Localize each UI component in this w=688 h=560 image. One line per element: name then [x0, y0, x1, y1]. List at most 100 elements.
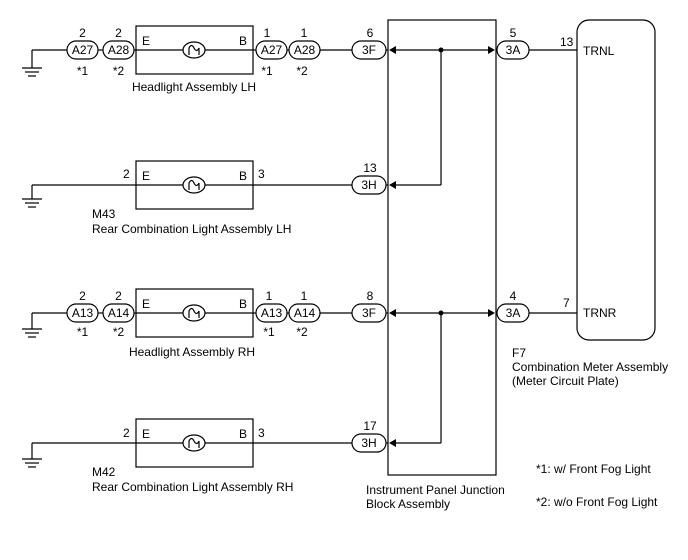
junction-block [387, 19, 497, 476]
connector-3h-pin17: 3H 17 [351, 419, 387, 453]
ground-headlight-rh [22, 313, 42, 338]
terminal-trnr: TRNR [583, 306, 617, 320]
bulb-icon [182, 41, 206, 59]
svg-text:B: B [239, 34, 247, 48]
svg-text:*2: *2 [296, 325, 308, 339]
svg-text:2: 2 [79, 289, 86, 303]
svg-text:3F: 3F [362, 306, 376, 320]
svg-text:A27: A27 [261, 43, 283, 57]
svg-text:3F: 3F [362, 43, 376, 57]
arrow-icon [488, 46, 495, 54]
meter-label-1: Combination Meter Assembly [512, 360, 668, 374]
svg-text:6: 6 [367, 26, 374, 40]
headlight-lh-label: Headlight Assembly LH [132, 80, 256, 94]
ground-rear-lh [22, 185, 42, 208]
meter-code: F7 [512, 346, 526, 360]
meter-label-2: (Meter Circuit Plate) [512, 374, 619, 388]
pin-label: 7 [563, 296, 570, 310]
rear-lh-label: Rear Combination Light Assembly LH [92, 222, 291, 236]
connector-a14-in: A14 2 *2 [102, 289, 135, 339]
bulb-icon [182, 304, 206, 322]
svg-text:4: 4 [510, 289, 517, 303]
pin-label: 3 [258, 167, 265, 181]
svg-text:5: 5 [510, 26, 517, 40]
combination-meter: TRNL TRNR [576, 19, 656, 341]
arrow-icon [389, 46, 396, 54]
rear-combination-light-lh: E B [135, 160, 254, 210]
svg-text:A27: A27 [72, 43, 94, 57]
arrow-icon [389, 439, 396, 447]
svg-text:3H: 3H [361, 178, 376, 192]
connector-3a-pin5: 3A 5 [496, 26, 530, 60]
connector-a27-in: A27 2 *1 [66, 26, 99, 78]
connector-a14-out: A14 1 *2 [288, 289, 321, 339]
svg-text:1: 1 [264, 26, 271, 40]
svg-text:E: E [142, 297, 150, 311]
connector-3h-pin13: 3H 13 [351, 161, 387, 195]
bulb-icon [182, 434, 206, 452]
svg-text:1: 1 [301, 289, 308, 303]
connector-a27-out: A27 1 *1 [255, 26, 288, 78]
pin-label: 13 [560, 35, 574, 49]
ground-headlight-lh [22, 50, 42, 77]
svg-text:2: 2 [115, 289, 122, 303]
connector-a28-out: A28 1 *2 [288, 26, 321, 78]
rear-rh-label: Rear Combination Light Assembly RH [92, 480, 293, 494]
svg-text:3H: 3H [361, 436, 376, 450]
junction-label-1: Instrument Panel Junction [366, 483, 505, 497]
svg-text:B: B [239, 169, 247, 183]
svg-text:8: 8 [367, 289, 374, 303]
svg-text:3A: 3A [506, 306, 521, 320]
svg-text:E: E [142, 427, 150, 441]
svg-text:1: 1 [266, 289, 273, 303]
junction-label-2: Block Assembly [366, 497, 450, 511]
pin-label: 3 [258, 426, 265, 440]
svg-text:B: B [239, 297, 247, 311]
headlight-assembly-lh: E B [135, 25, 254, 75]
svg-text:1: 1 [301, 26, 308, 40]
svg-text:A14: A14 [108, 306, 130, 320]
ground-rear-rh [22, 443, 42, 468]
svg-text:*1: *1 [261, 64, 273, 78]
svg-text:E: E [142, 34, 150, 48]
svg-text:*1: *1 [77, 64, 89, 78]
svg-text:E: E [142, 169, 150, 183]
rear-rh-code: M42 [92, 465, 116, 479]
connector-a13-out: A13 1 *1 [255, 289, 288, 339]
arrow-icon [488, 309, 495, 317]
svg-text:2: 2 [79, 26, 86, 40]
rear-combination-light-rh: E B [135, 418, 254, 468]
note-1: *1: w/ Front Fog Light [536, 462, 651, 476]
svg-text:A28: A28 [294, 43, 316, 57]
svg-text:*2: *2 [113, 64, 125, 78]
svg-text:A13: A13 [261, 306, 283, 320]
rear-lh-code: M43 [92, 207, 116, 221]
connector-a13-in: A13 2 *1 [66, 289, 99, 339]
svg-text:A14: A14 [294, 306, 316, 320]
arrow-icon [389, 181, 396, 189]
bulb-icon [182, 176, 206, 194]
connector-a28-in: A28 2 *2 [102, 26, 135, 78]
svg-text:*2: *2 [296, 64, 308, 78]
svg-text:2: 2 [115, 26, 122, 40]
headlight-assembly-rh: E B [135, 288, 254, 338]
connector-3f-pin6: 3F 6 [351, 26, 387, 60]
svg-text:A13: A13 [72, 306, 94, 320]
svg-text:*1: *1 [263, 325, 275, 339]
svg-text:A28: A28 [108, 43, 130, 57]
pin-label: 2 [123, 426, 130, 440]
headlight-rh-label: Headlight Assembly RH [129, 345, 255, 359]
note-2: *2: w/o Front Fog Light [536, 495, 658, 509]
svg-text:17: 17 [363, 419, 377, 433]
svg-text:13: 13 [363, 161, 377, 175]
svg-text:B: B [239, 427, 247, 441]
connector-3a-pin4: 3A 4 [496, 289, 530, 323]
svg-text:*2: *2 [113, 325, 125, 339]
terminal-trnl: TRNL [583, 44, 615, 58]
svg-text:*1: *1 [77, 325, 89, 339]
connector-3f-pin8: 3F 8 [351, 289, 387, 323]
svg-text:3A: 3A [506, 43, 521, 57]
arrow-icon [389, 309, 396, 317]
pin-label: 2 [123, 167, 130, 181]
